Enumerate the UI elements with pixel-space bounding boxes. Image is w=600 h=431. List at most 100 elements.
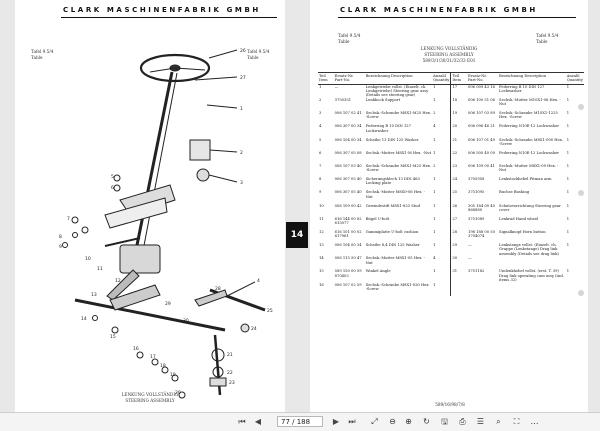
rotate-icon[interactable]: ↻	[423, 417, 430, 426]
callout-18: 18	[160, 363, 166, 369]
cell-item: 17	[450, 84, 467, 98]
search-icon[interactable]: ⌕	[496, 417, 501, 426]
table-label: Tafel 9.5/4	[31, 49, 54, 54]
cell-item: 20	[450, 124, 467, 138]
fit-page-icon[interactable]: ⤢	[371, 417, 378, 426]
cell-desc: Signalknopf Horn button	[499, 229, 546, 234]
callout-30: 30	[183, 318, 189, 324]
next-page-icon[interactable]: ▶	[332, 417, 340, 426]
brand-header: CLARK MASCHINENFABRIK GMBH	[63, 6, 261, 14]
cell-item: 3	[319, 111, 322, 116]
cell-qty: 1	[566, 84, 570, 89]
cell-part: 006 009 43 16	[467, 84, 495, 89]
diagram-caption-de: LENKUNG VOLLSTÄNDIG	[121, 392, 179, 397]
fullscreen-icon[interactable]: ⛶	[513, 417, 520, 426]
cell-part: —	[334, 84, 339, 89]
cell-desc: Sechsk.-Schraube M10X1-1225 Hex. -Screw	[499, 111, 558, 120]
cell-item: 30	[450, 256, 467, 270]
cell-qty: 1	[433, 282, 436, 287]
callout-14: 14	[81, 316, 87, 322]
list-heading-de: LENKUNG VOLLSTÄNDIG	[420, 46, 478, 51]
cell-item: 9	[319, 190, 322, 195]
cell-part: 006 107 03 40	[334, 163, 362, 168]
cell-item: 16	[319, 282, 324, 287]
zoom-in-icon[interactable]: ⊕	[405, 417, 412, 426]
callout-1: 1	[240, 106, 243, 112]
callout-2: 2	[240, 150, 243, 156]
table-label-rp: Tafel 9.5/4	[338, 33, 361, 38]
cell-part: 006 104 00 34	[334, 243, 362, 248]
cell-part: 3705958	[467, 177, 485, 182]
cell-desc: Lenkbock Support	[365, 98, 401, 102]
cell-desc: Gummiplatte U-bolt cushion	[365, 229, 419, 234]
brand-header-right: CLARK MASCHINENFABRIK GMBH	[340, 6, 538, 14]
viewer-toolbar: ⏮ ◀ 77 / 188 ▶ ⏭ ⤢ ⊖ ⊕ ↻ 🖫 ⎙ ☰ ⌕ ⛶ …	[0, 412, 600, 431]
cell-desc: Gewindestift M8X1-823 Stud	[365, 203, 420, 208]
cell-part: 616 101 00 02 617961	[334, 229, 362, 239]
cell-qty: 2	[433, 163, 436, 168]
cell-qty: 1	[433, 137, 436, 142]
callout-8: 8	[59, 234, 62, 240]
cell-item: 31	[450, 269, 467, 283]
cell-desc: Federring B 10 DIN 127 Lockwasher	[499, 84, 545, 94]
cell-desc: Schutzvorrichtung Steering gear cover	[499, 203, 561, 212]
cell-part: 305 184 00 40 868880	[467, 203, 495, 212]
cell-qty: 1	[566, 177, 570, 182]
cell-desc: Federring B 10 DIN 127 Lockwasher	[365, 124, 411, 133]
col-part: Ersatz-Nr. Part-No.	[333, 72, 365, 85]
first-page-icon[interactable]: ⏮	[238, 417, 246, 426]
cell-desc: Lenkgetriebe vollst. (Einzelt. ch. Lenkg…	[365, 84, 429, 98]
cell-desc: Umlenkhebel vollst. (erst. T. 39) Drag l…	[499, 269, 565, 283]
callout-21: 21	[227, 352, 233, 358]
page-number-input[interactable]: 77 / 188	[277, 416, 323, 427]
cell-item: 24	[450, 177, 467, 191]
cell-part: 006 307 05 40	[334, 190, 362, 195]
zoom-out-icon[interactable]: ⊖	[389, 417, 396, 426]
cell-qty: 1	[566, 150, 570, 155]
callout-6: 6	[111, 185, 114, 191]
right-page: CLARK MASCHINENFABRIK GMBH Tafel 9.5/4 T…	[310, 0, 588, 412]
callout-26: 26	[240, 48, 246, 54]
cell-part: 006 096 46 21	[467, 124, 495, 129]
cell-item: 5	[319, 137, 322, 142]
cell-item: 4	[319, 124, 322, 129]
brand-rule	[61, 17, 277, 18]
cell-desc: Lenkstockhebel Pitman arm	[499, 177, 552, 182]
cell-qty: 1	[433, 150, 436, 155]
menu-icon[interactable]: ☰	[476, 417, 485, 426]
cell-part: 006 107 03 89	[467, 111, 495, 116]
cell-item: 25	[450, 190, 467, 204]
cell-qty: 1	[566, 216, 570, 221]
cell-qty: 1	[566, 229, 570, 234]
cell-desc: Bügel U-bolt	[365, 216, 390, 221]
cell-item: 14	[319, 256, 324, 261]
callout-3: 3	[240, 180, 243, 186]
last-page-icon[interactable]: ⏭	[348, 417, 356, 426]
save-icon[interactable]: 🖫	[441, 417, 448, 426]
print-icon[interactable]: ⎙	[459, 417, 466, 426]
col-desc-2: Bezeichnung Description	[498, 72, 566, 85]
parts-table: Teil Item Ersatz-Nr. Part-No. Bezeichnun…	[318, 72, 584, 296]
cell-item: 7	[319, 163, 322, 168]
cell-qty: 1	[566, 98, 570, 102]
cell-desc: Sechsk.-Schraube M8X1-000 Hex. -Screw	[499, 137, 563, 146]
cell-desc: Sechsk.-Schraube M8X1-M25 Hex. -Screw	[365, 163, 432, 173]
more-icon[interactable]: …	[530, 417, 539, 426]
prev-page-icon[interactable]: ◀	[254, 417, 262, 426]
cell-qty: 1	[566, 124, 570, 129]
cell-part: 006 115 50 47	[334, 256, 362, 261]
cell-desc: Federring N10E-12 Lockwasher	[499, 124, 560, 129]
cell-part: 006 100 51 06	[467, 98, 495, 102]
callout-16: 16	[133, 346, 139, 352]
cell-part: 006 307 05 40	[334, 177, 362, 182]
callout-9: 9	[59, 244, 62, 250]
callout-12: 12	[115, 278, 121, 284]
callout-11: 11	[97, 266, 103, 272]
col-qty: Anzahl Quantity	[432, 72, 451, 85]
cell-part: 006 107 02 59	[334, 282, 362, 287]
callout-17: 17	[150, 354, 156, 360]
